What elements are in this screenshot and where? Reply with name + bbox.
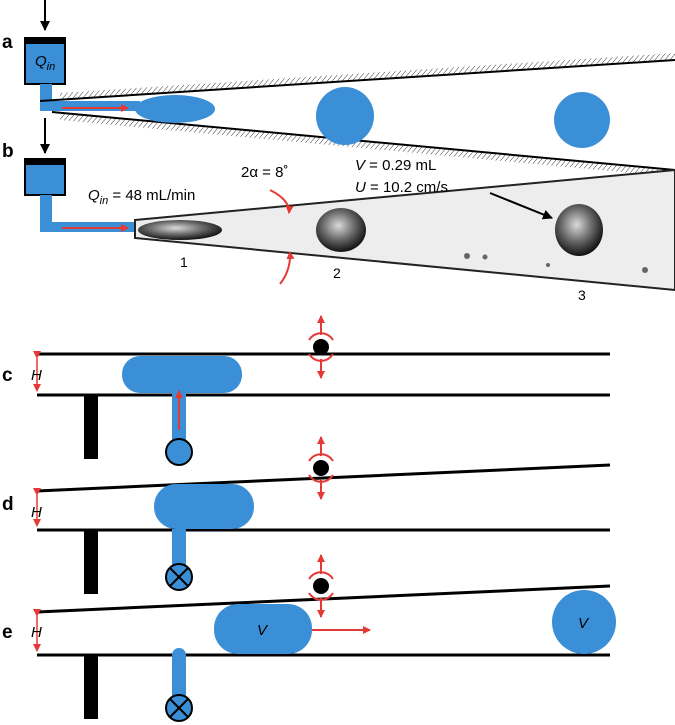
angle-arrow-top — [269, 189, 294, 214]
panel-b: b 1 2 3 Qin = 48 mL/min 2α = 8˚ V = 0.29… — [2, 118, 675, 303]
wall-bottom-a-hatch — [60, 113, 675, 177]
flow-rate-label: Qin = 48 mL/min — [88, 187, 195, 207]
drop-e-released — [552, 590, 616, 654]
position-label-3: 3 — [578, 287, 586, 303]
position-label-2: 2 — [333, 265, 341, 281]
gap-label-e: H — [31, 624, 42, 641]
panel-d-label: d — [2, 494, 14, 515]
volume-label: V = 0.29 mL — [355, 157, 436, 174]
panel-b-label: b — [2, 141, 14, 162]
drop-a-2 — [316, 87, 374, 145]
panel-d: d H — [2, 436, 611, 594]
wall-top-a-hatch — [60, 53, 675, 100]
valve-open-c — [165, 438, 193, 466]
speck — [464, 253, 470, 259]
gap-label-c: H — [31, 367, 42, 384]
tilt-indicator-c — [308, 315, 334, 379]
gap-label-d: H — [31, 504, 42, 521]
panel-c-label: c — [2, 365, 13, 386]
feed-pipe-b — [40, 195, 52, 227]
position-label-1: 1 — [180, 254, 188, 270]
drop-d — [154, 484, 254, 529]
support-post-c — [84, 395, 98, 459]
drop-a-3 — [554, 92, 610, 148]
bubble-3-pointer — [489, 192, 553, 220]
drop-a-1 — [135, 95, 215, 123]
injector-d — [172, 529, 186, 567]
valve-closed-d — [165, 563, 193, 591]
tilt-indicator-d — [308, 436, 334, 500]
panel-e: e H V V — [2, 554, 616, 722]
panel-e-label: e — [2, 622, 13, 643]
drop-e-moving-label: V — [257, 622, 269, 639]
drop-e-released-label: V — [578, 615, 590, 632]
velocity-label: U = 10.2 cm/s — [355, 179, 448, 196]
wall-bottom-a — [51, 111, 675, 171]
drop-e-moving — [214, 604, 312, 654]
speck — [482, 254, 488, 260]
reservoir-a-piston — [25, 38, 65, 44]
bubble-2 — [316, 208, 366, 252]
support-post-e — [84, 655, 98, 719]
photo-wedge-b — [134, 168, 675, 292]
speck — [642, 267, 648, 273]
angle-label: 2α = 8˚ — [241, 164, 288, 181]
reservoir-a-symbol: Qin — [35, 53, 55, 73]
plate-top-d — [36, 463, 611, 493]
bubble-1 — [138, 220, 222, 240]
panel-a: a Qin — [2, 0, 675, 177]
panel-a-label: a — [2, 32, 13, 53]
drop-c — [122, 356, 242, 393]
support-post-d — [84, 530, 98, 594]
angle-arrow-bottom — [279, 251, 295, 285]
injector-e — [172, 648, 186, 703]
panel-c: c H — [2, 315, 610, 466]
reservoir-b-piston — [25, 159, 65, 165]
valve-closed-e — [165, 694, 193, 722]
speck — [546, 263, 550, 267]
tilt-indicator-e — [308, 554, 334, 618]
bubble-3 — [555, 204, 603, 256]
feed-channel-a — [40, 101, 140, 111]
